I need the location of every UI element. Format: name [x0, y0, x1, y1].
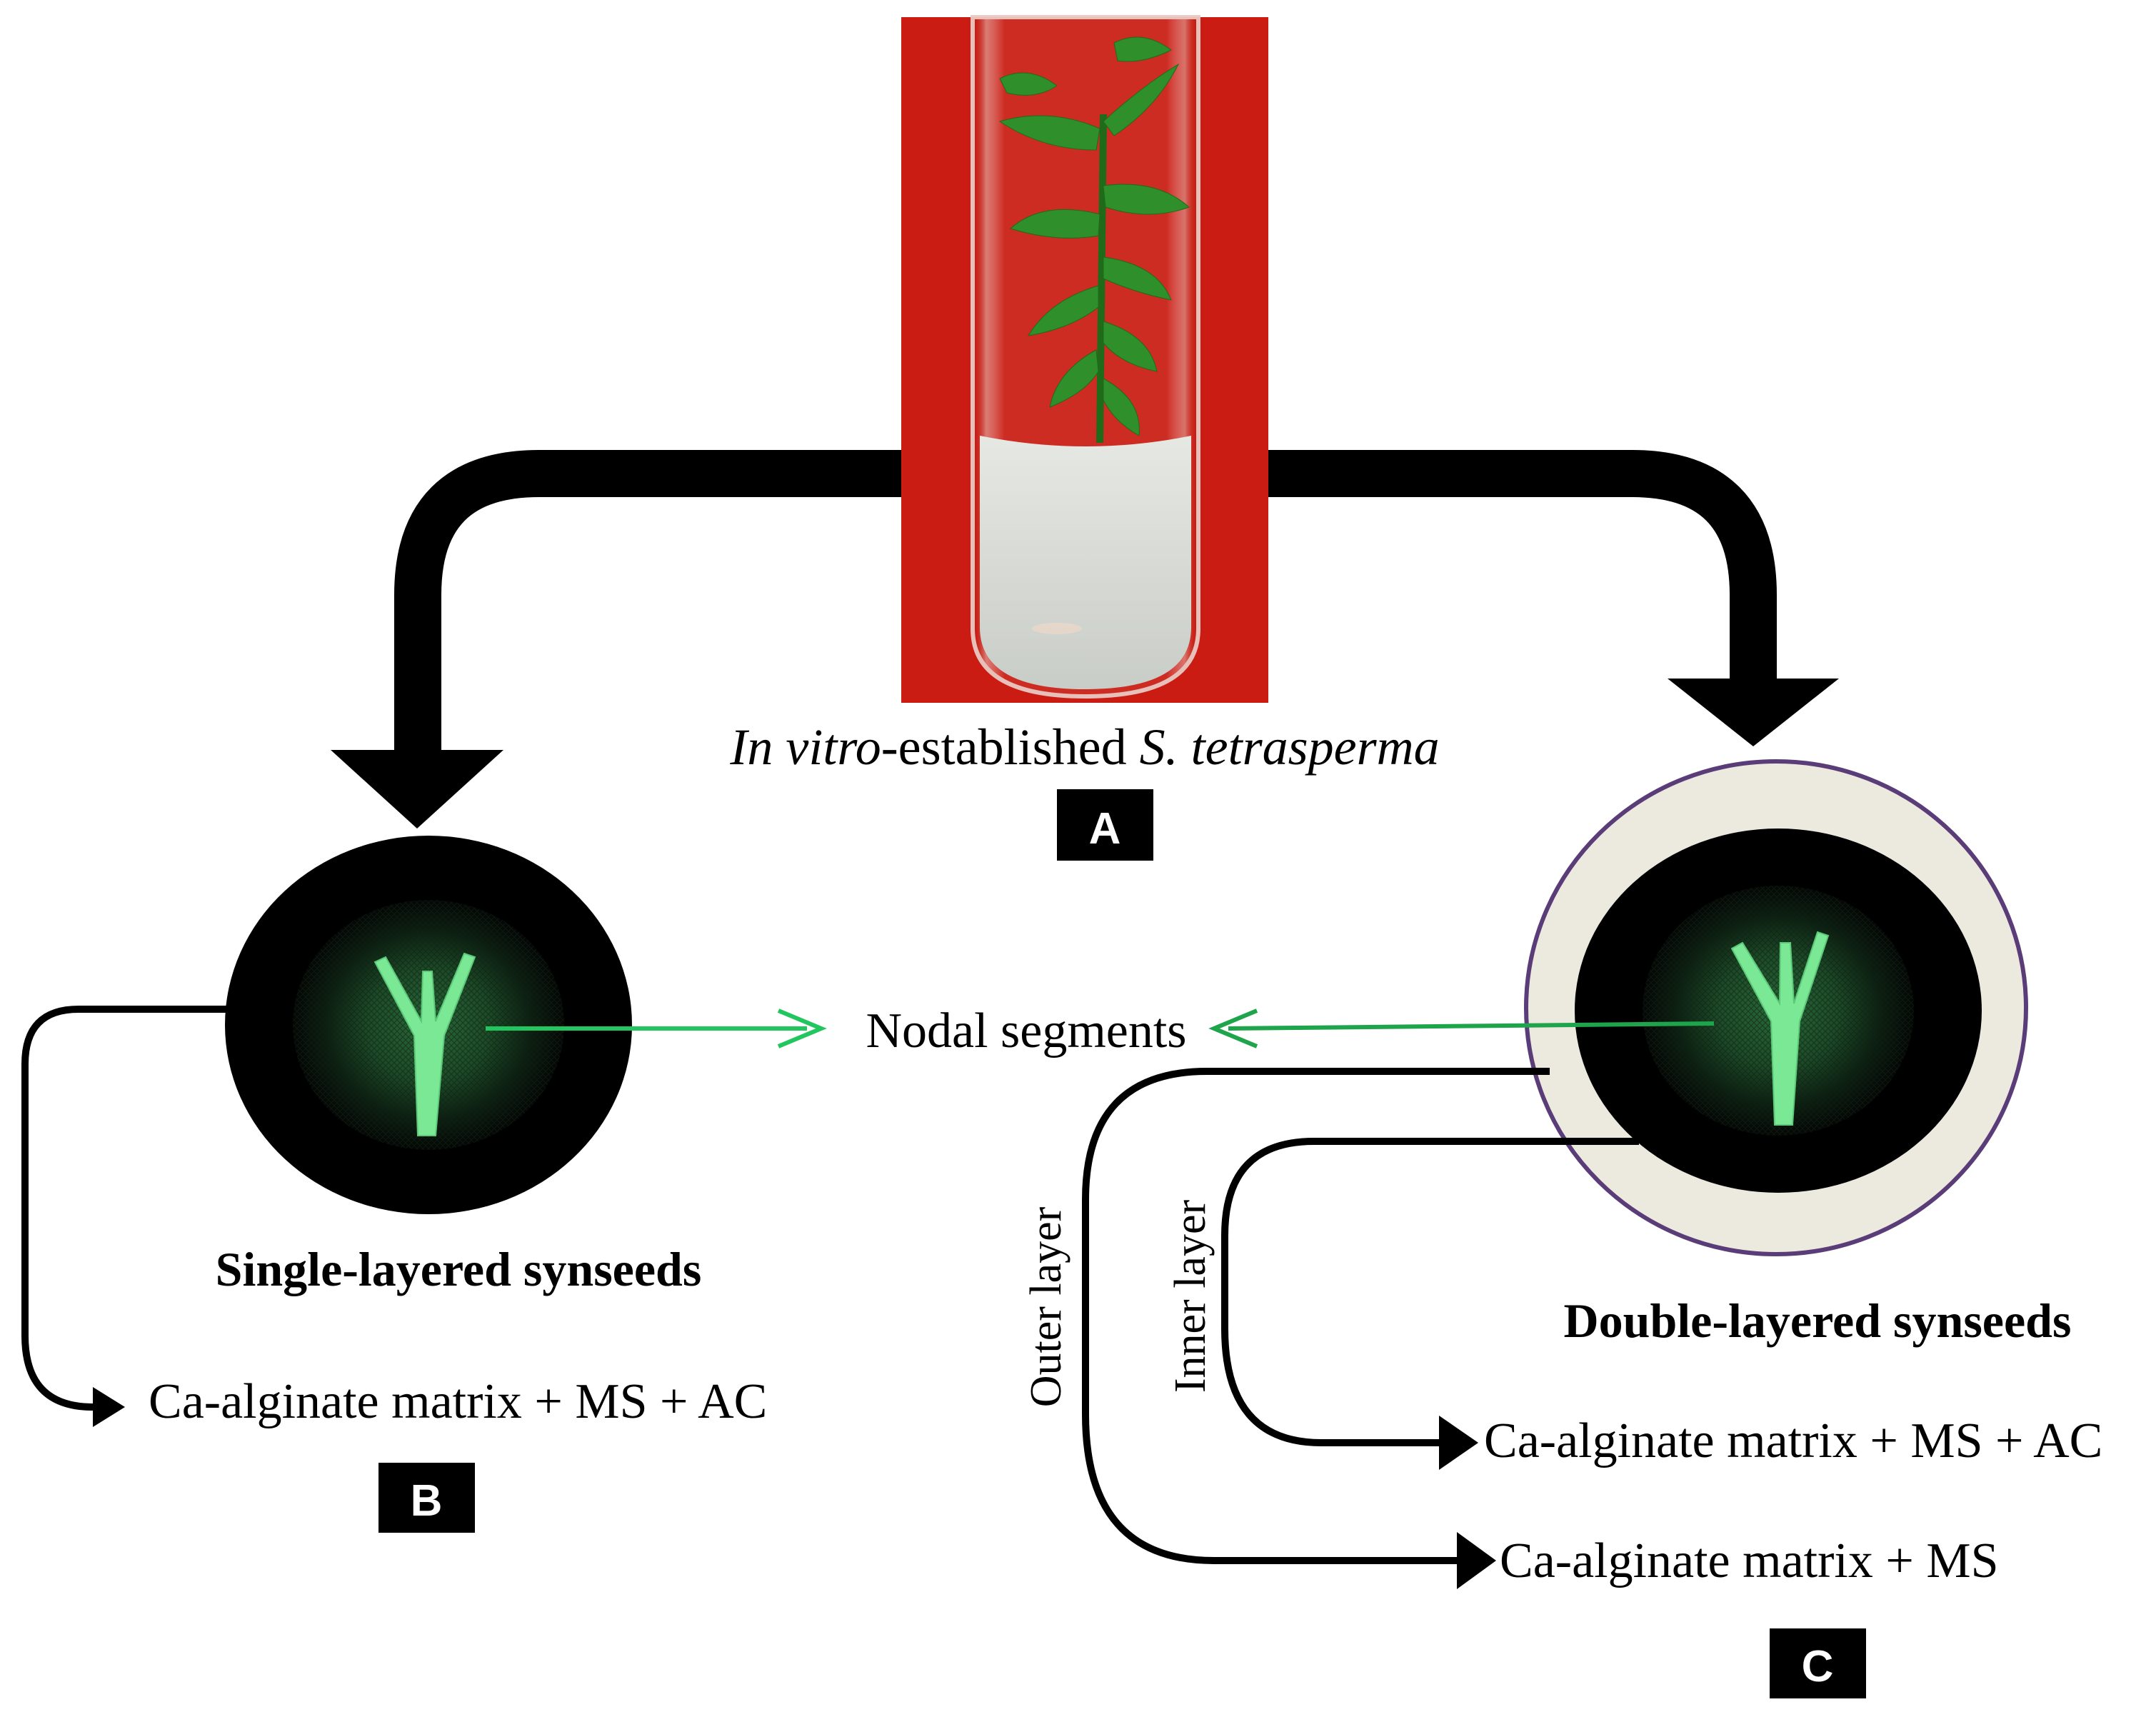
inner-matrix-label: Ca-alginate matrix + MS + AC — [1484, 1413, 2102, 1468]
nodal-arrow-left — [486, 1008, 827, 1048]
badge-c: C — [1770, 1628, 1866, 1698]
single-layer-matrix-label: Ca-alginate matrix + MS + AC — [149, 1374, 767, 1429]
nodal-segment-icon-c — [1730, 931, 1830, 1126]
nodal-segments-label: Nodal segments — [866, 1003, 1186, 1058]
single-layer-connector — [21, 1006, 227, 1427]
badge-b-label: B — [411, 1476, 443, 1526]
badge-c-label: C — [1802, 1642, 1834, 1691]
double-layer-title: Double-layered synseeds — [1564, 1293, 2072, 1348]
double-layered-synseed — [1524, 759, 2028, 1256]
outer-layer-connector — [1082, 1068, 1550, 1589]
outer-matrix-label: Ca-alginate matrix + MS — [1500, 1533, 1999, 1588]
outer-layer-label: Outer layer — [1022, 1206, 1071, 1407]
badge-a: A — [1057, 789, 1153, 861]
agar-medium — [980, 436, 1191, 689]
caption-in-vitro: In vitro — [729, 719, 881, 776]
culture-tube-photo — [901, 15, 1268, 703]
single-layer-title: Single-layered synseeds — [216, 1242, 702, 1296]
panel-a-caption: In vitro-established S. tetrasperma — [729, 719, 1439, 776]
caption-established: -established — [881, 719, 1140, 776]
badge-b: B — [378, 1463, 475, 1533]
left-process-arrow — [331, 450, 901, 829]
badge-a-label: A — [1089, 804, 1121, 854]
single-layered-synseed — [225, 836, 632, 1214]
caption-species: S. tetrasperma — [1140, 719, 1440, 776]
inner-layer-label: Inner layer — [1166, 1200, 1215, 1393]
inner-layer-connector — [1221, 1138, 1639, 1470]
right-process-arrow — [1268, 450, 1839, 746]
plantlet — [998, 36, 1190, 444]
nodal-arrow-right — [1208, 1008, 1715, 1048]
nodal-segment-icon-b — [373, 952, 476, 1136]
